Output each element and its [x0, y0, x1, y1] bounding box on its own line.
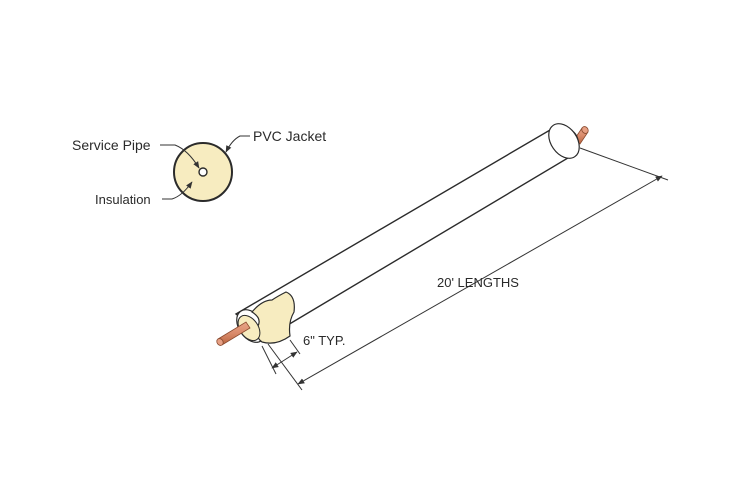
service-pipe-label: Service Pipe: [72, 137, 151, 153]
service-pipe-hole: [198, 167, 208, 177]
callout-leaders: [160, 135, 250, 200]
far-end-cap: [548, 123, 580, 159]
pipe-assembly: [216, 123, 589, 346]
stripback-dimension: [261, 339, 301, 375]
pvc-jacket-leader: [225, 135, 250, 153]
service-pipe-leader: [160, 144, 200, 169]
pvc-jacket-label: PVC Jacket: [253, 128, 326, 144]
insulation-label: Insulation: [95, 192, 151, 207]
stripback-label: 6" TYP.: [303, 333, 345, 348]
overall-length-label: 20' LENGTHS: [437, 275, 519, 290]
near-service-pipe-stub: [216, 321, 251, 346]
insulation-leader: [162, 181, 193, 200]
